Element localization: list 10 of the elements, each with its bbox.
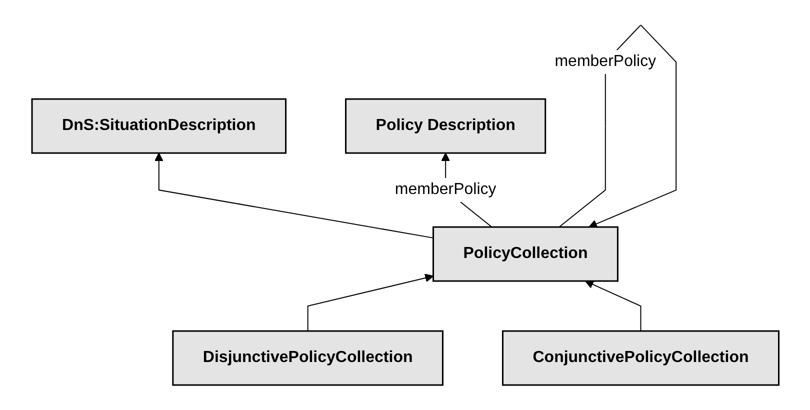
node-box: ConjunctivePolicyCollection: [502, 330, 780, 386]
edge-label: memberPolicy: [394, 181, 496, 198]
arrow: [154, 152, 434, 238]
arrow: [584, 280, 641, 332]
node-box: DnS:SituationDescription: [30, 98, 286, 154]
node-box: Policy Description: [344, 98, 546, 154]
arrow: [306, 274, 434, 332]
node-box: PolicyCollection: [432, 226, 618, 282]
node-box: DisjunctivePolicyCollection: [172, 330, 444, 386]
edge-label: memberPolicy: [554, 53, 656, 70]
